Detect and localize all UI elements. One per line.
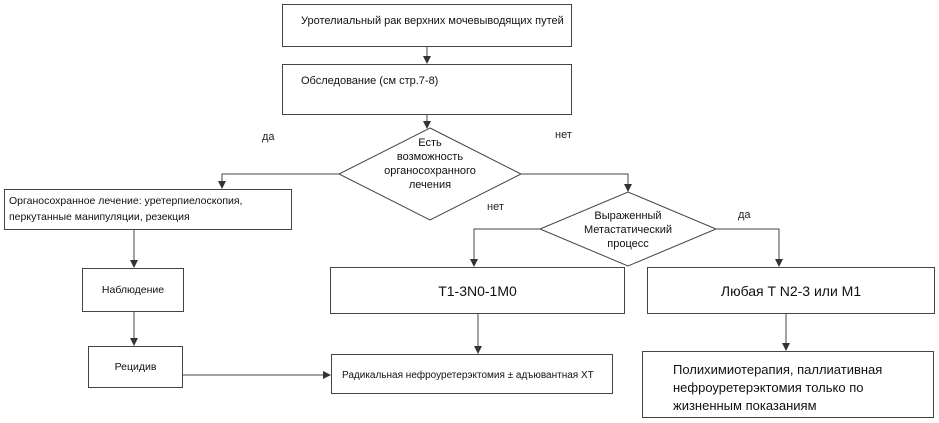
node-radical: Радикальная нефроуретерэктомия ± адъюван… (331, 354, 613, 394)
decision1-line4: лечения (408, 179, 452, 191)
node-organ-sparing-text: Органосохранное лечение: уретерпиелоскоп… (9, 195, 243, 223)
node-chemo-text: Полихимиотерапия, паллиативная нефроурет… (673, 362, 883, 413)
arrow-decision1-no (521, 173, 632, 192)
decision2-line3: процесс (607, 238, 649, 250)
node-any-t-text: Любая T N2-3 или M1 (720, 283, 862, 299)
decision1-line2: возможность (396, 151, 464, 163)
node-radical-text: Радикальная нефроуретерэктомия ± адъюван… (342, 370, 594, 381)
label-decision1-no: нет (555, 129, 572, 141)
node-observation: Наблюдение (82, 268, 184, 312)
label-decision2-yes: да (738, 209, 751, 221)
node-observation-text: Наблюдение (101, 284, 165, 296)
decision2-text: Выраженный Метастатический процесс (568, 209, 688, 251)
node-organ-sparing: Органосохранное лечение: уретерпиелоскоп… (4, 189, 292, 230)
node-chemo: Полихимиотерапия, паллиативная нефроурет… (642, 351, 934, 418)
decision-diamond-1 (337, 127, 523, 221)
node-t-stage: T1-3N0-1M0 (330, 267, 625, 314)
decision1-text: Есть возможность органосохранного лечени… (360, 136, 500, 192)
decision1-line3: органосохранного (384, 165, 476, 177)
arrow-decision1-yes (218, 173, 339, 189)
node-start: Уротелиальный рак верхних мочевыводящих … (282, 4, 572, 47)
decision-diamond-2 (538, 191, 718, 267)
node-relapse: Рецидив (88, 346, 183, 388)
decision2-line2: Метастатический (584, 224, 672, 236)
node-t-stage-text: T1-3N0-1M0 (438, 283, 517, 299)
label-decision1-yes: да (262, 131, 275, 143)
decision2-line1: Выраженный (594, 210, 662, 222)
decision1-line1: Есть (418, 137, 442, 149)
node-relapse-text: Рецидив (114, 361, 157, 373)
arrow-decision2-no (470, 228, 540, 267)
node-any-t: Любая T N2-3 или M1 (647, 267, 935, 314)
node-exam: Обследование (см стр.7-8) (282, 64, 572, 115)
label-decision2-no: нет (487, 201, 504, 213)
arrow-decision2-yes (716, 228, 783, 267)
node-exam-text: Обследование (см стр.7-8) (301, 75, 439, 87)
node-start-text: Уротелиальный рак верхних мочевыводящих … (301, 15, 564, 27)
